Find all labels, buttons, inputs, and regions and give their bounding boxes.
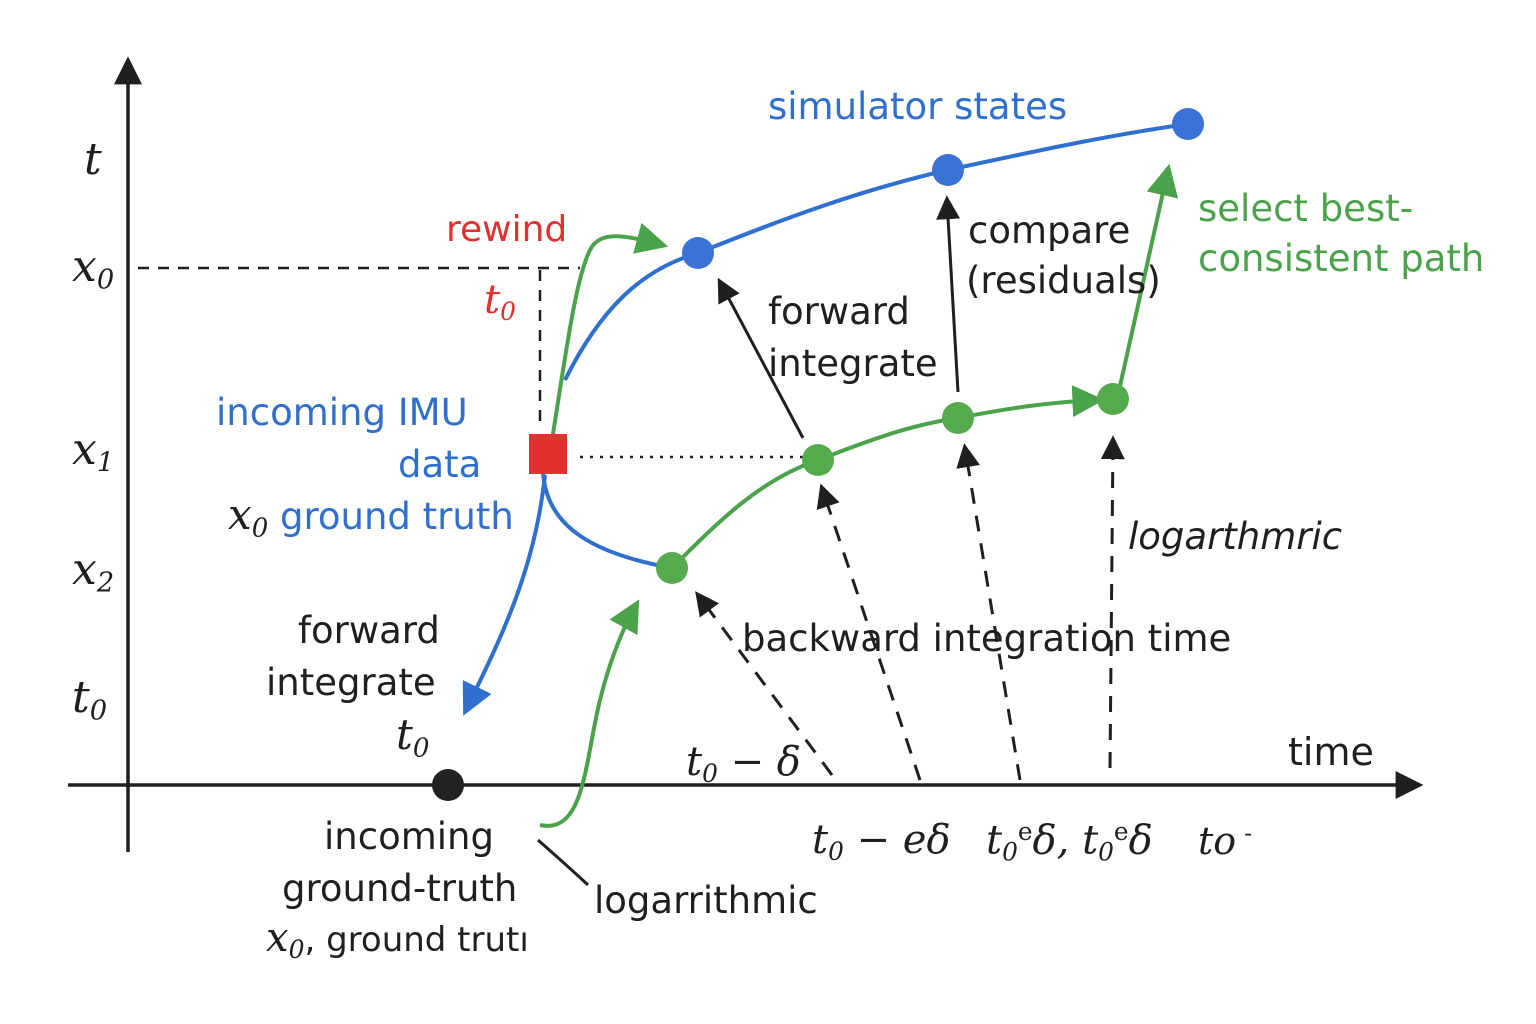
rewind-t0-base: t [484, 277, 501, 323]
y-tick-x2: x2 [72, 548, 114, 597]
x0-gt-rest: ground truth [268, 495, 514, 538]
tick-to-text: to [1198, 819, 1237, 863]
candidate-node-3 [942, 402, 974, 434]
tick-pair-base2: t [1082, 817, 1099, 864]
rewind-t0-sub: 0 [500, 296, 516, 326]
tick-t0-e-delta-pair: t0eδ, t0eδ [986, 817, 1153, 867]
y-tick-x2-base: x [72, 544, 97, 595]
tick-pair-sub: 0 [1002, 837, 1018, 867]
candidate-node-4 [1097, 383, 1129, 415]
logarthmric-label: logarthmric [1128, 515, 1343, 558]
y-tick-x1: x1 [72, 428, 114, 477]
candidate-node-2 [802, 444, 834, 476]
rewind-t0-label: t0 [484, 280, 516, 325]
tick-pair-sup: e [1017, 817, 1033, 846]
sim-state-node-1 [682, 237, 714, 269]
backward-arrow-4 [1100, 435, 1125, 769]
incoming-gt-line1: incoming [324, 815, 494, 858]
incoming-imu-line1: incoming IMU [216, 391, 468, 434]
y-tick-t0: t0 [72, 676, 107, 725]
tick-pair-end: δ [1128, 817, 1153, 864]
forward-integrate-mid-line1: forward [768, 290, 910, 333]
simulator-states-curve [563, 122, 1189, 381]
fi-t0-sub: 0 [412, 733, 430, 764]
y-tick-x2-sub: 2 [96, 567, 115, 599]
logarrithmic-label: logarrithmic [594, 879, 818, 922]
compare-black-arrow [936, 195, 961, 393]
incoming-imu-line2: data [398, 443, 482, 486]
tick-to: to- [1198, 819, 1253, 863]
tick-pair-mid: δ, [1032, 817, 1083, 864]
rewind-green-arrow [550, 222, 669, 441]
y-tick-t0-sub: 0 [89, 695, 108, 727]
backward-arrow-2 [816, 483, 922, 781]
x0-gt-sub: 0 [251, 513, 269, 544]
lower-green-arrow [539, 599, 640, 828]
y-tick-t0-base: t [72, 672, 90, 723]
t0-minus-delta-label: t0 − δ [686, 742, 801, 787]
tick-med-base: t [812, 817, 829, 863]
y-tick-x0-base: x [72, 241, 97, 292]
tick-pair-sub2: 0 [1098, 837, 1114, 867]
tick-med-rest: − eδ [843, 817, 951, 863]
backward-arrow-3 [956, 443, 1022, 781]
forward-integrate-left-line2: integrate [266, 661, 436, 704]
t0-md-sub: 0 [702, 758, 718, 788]
y-axis-label-text: t [84, 134, 102, 185]
tick-t0-minus-edelta: t0 − eδ [812, 820, 951, 865]
t0-md-rest: − δ [717, 739, 801, 785]
tick-to-dash: - [1244, 819, 1253, 848]
simulator-states-label: simulator states [768, 85, 1068, 128]
igt3-rest: , ground trutı [304, 920, 529, 960]
tick-pair-base: t [986, 817, 1003, 864]
simulator-lower-branch [541, 469, 673, 570]
y-tick-x1-base: x [72, 424, 97, 475]
rewind-square [529, 434, 567, 474]
compare-line1: compare [968, 209, 1131, 252]
y-axis-label: t [84, 138, 102, 182]
forward-integrate-black-arrow [717, 277, 805, 439]
select-best-line2: consistent path [1198, 237, 1485, 280]
select-best-green-arrow [1116, 163, 1178, 396]
compare-line2: (residuals) [966, 259, 1161, 302]
ground-truth-origin-node [432, 769, 464, 801]
candidate-node-1 [656, 552, 688, 584]
forward-integrate-t0: t0 [396, 714, 430, 764]
t0-md-base: t [686, 739, 703, 785]
incoming-gt-line3: x0, ground trutı [266, 918, 529, 962]
select-best-line1: select best- [1198, 187, 1414, 230]
x0-gt-base: x [228, 490, 252, 539]
sim-state-node-3 [1172, 108, 1204, 140]
sim-state-node-2 [932, 154, 964, 186]
forward-integrate-mid-line2: integrate [768, 342, 938, 385]
y-tick-x0-sub: 0 [96, 264, 115, 296]
x-axis-label: time [1288, 730, 1374, 774]
igt3-sub: 0 [288, 935, 305, 964]
forward-integrate-blue-arrow [462, 474, 547, 716]
igt3-base: x [266, 915, 289, 961]
backward-integration-time-label: backward integration time [742, 617, 1232, 660]
y-tick-x0: x0 [72, 245, 114, 294]
x0-ground-truth-label: x0 ground truth [228, 494, 514, 544]
logarrithmic-connector [537, 838, 590, 887]
forward-integrate-left-line1: forward [298, 609, 440, 652]
backward-arrow-1 [695, 591, 834, 776]
rewind-label: rewind [446, 209, 568, 250]
tick-pair-sup2: e [1113, 817, 1129, 846]
candidate-path-curve [670, 385, 1105, 570]
incoming-gt-line2: ground-truth [282, 867, 518, 910]
fi-t0-base: t [396, 710, 413, 759]
tick-med-sub: 0 [828, 836, 844, 866]
y-tick-x1-sub: 1 [96, 447, 115, 479]
